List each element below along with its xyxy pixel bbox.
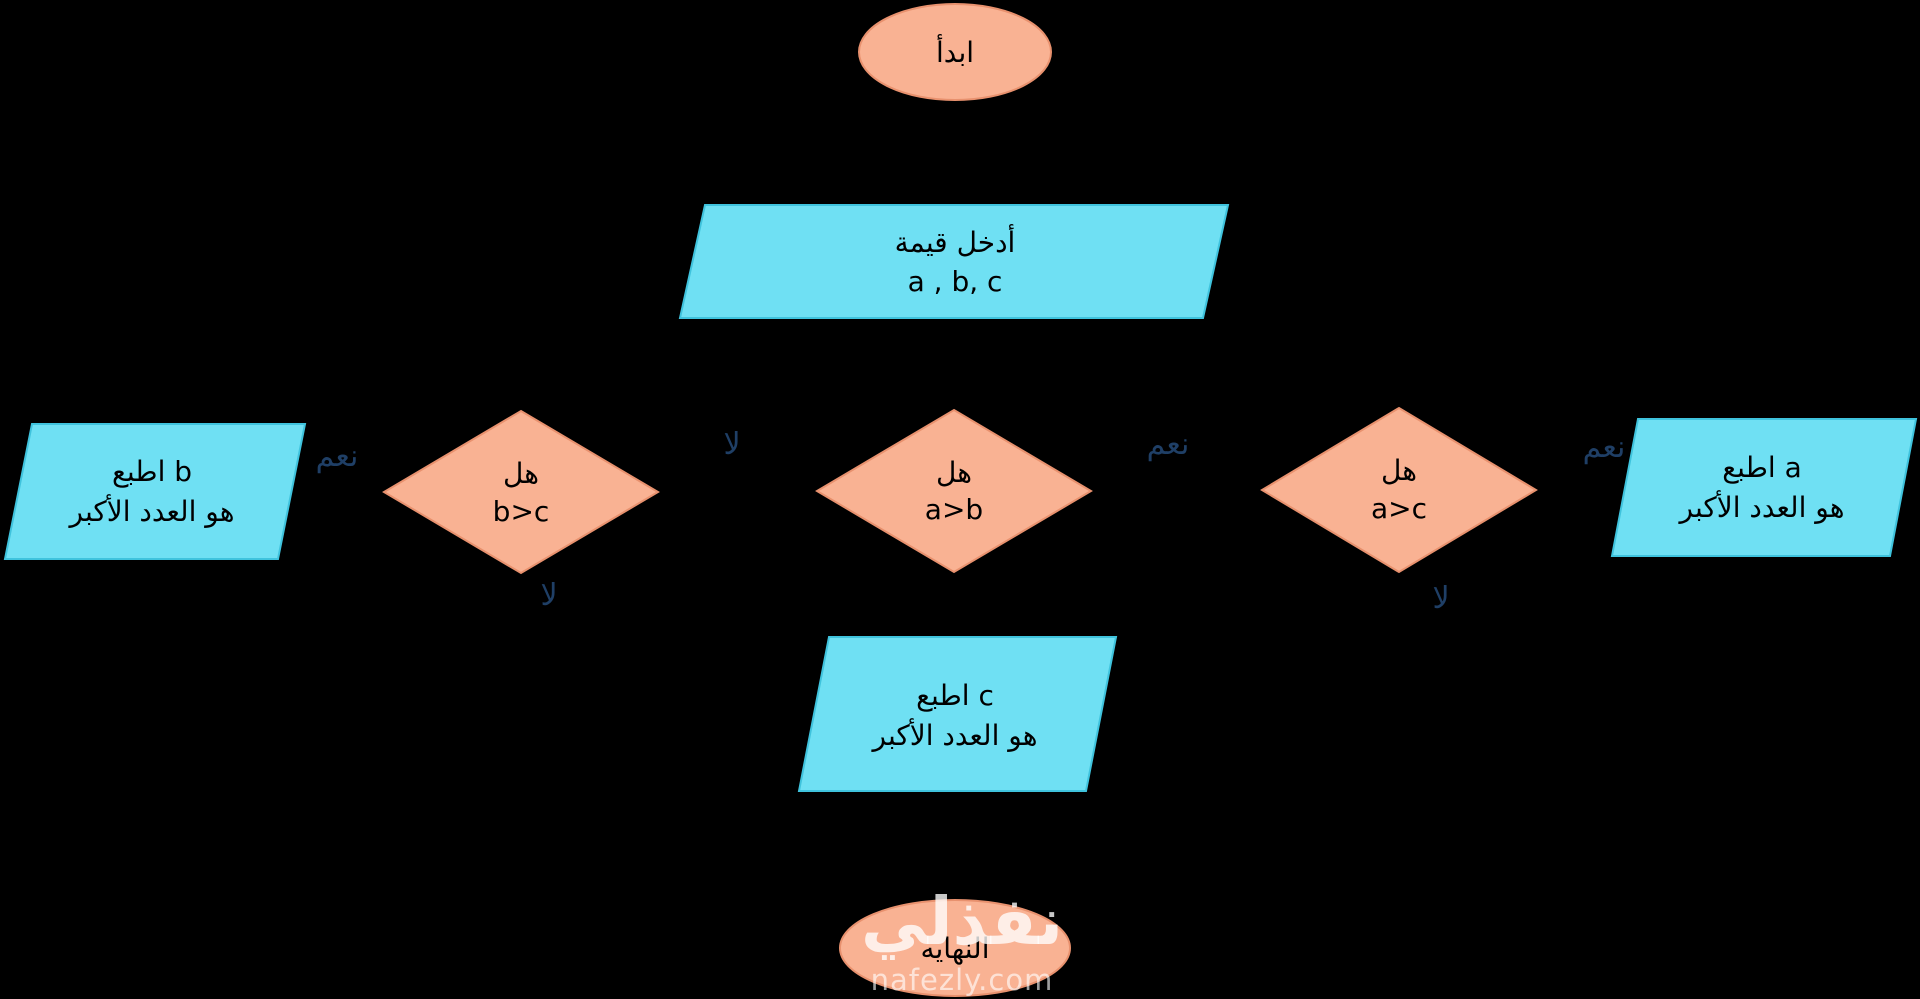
watermark-latin: nafezly.com <box>871 963 1054 997</box>
label-yes-a-gt-b: نعم <box>1147 427 1190 462</box>
label-no-a-gt-c: لا <box>1432 581 1449 616</box>
decision-b-gt-c-diamond <box>382 409 660 575</box>
decision-a-gt-c: هل a>c <box>1260 406 1538 574</box>
decision-a-gt-b: هل a>b <box>815 408 1093 574</box>
watermark-arabic: نفذلي <box>861 883 1063 960</box>
start-ellipse <box>858 3 1052 101</box>
output-c-line-2: هو العدد الأكبر <box>871 717 1038 752</box>
decision-a-gt-b-line-1: هل <box>936 456 972 489</box>
input-line-1: أدخل قيمة <box>895 223 1016 259</box>
output-c-line-1: اطبع c <box>916 679 994 712</box>
input-line-2: a , b, c <box>908 265 1003 298</box>
watermark: نفذلي nafezly.com <box>861 883 1063 997</box>
start-label: ابدأ <box>936 33 974 69</box>
decision-a-gt-b-line-2: a>b <box>925 493 983 526</box>
end-label: النهايه <box>920 932 989 965</box>
start-terminal: ابدأ <box>858 3 1052 101</box>
output-a-line-2: هو العدد الأكبر <box>1678 489 1845 524</box>
end-ellipse <box>839 899 1071 997</box>
decision-a-gt-c-diamond <box>1260 406 1538 574</box>
input-parallelogram <box>678 204 1230 319</box>
output-b: اطبع b هو العدد الأكبر <box>3 423 307 560</box>
input-block: أدخل قيمة a , b, c <box>678 204 1230 319</box>
decision-b-gt-c: هل b>c <box>382 409 660 575</box>
output-a: اطبع a هو العدد الأكبر <box>1610 418 1918 557</box>
output-c-parallelogram <box>797 636 1118 792</box>
output-b-line-2: هو العدد الأكبر <box>68 493 235 528</box>
decision-b-gt-c-line-1: هل <box>503 457 539 490</box>
output-a-line-1: اطبع a <box>1722 451 1801 484</box>
label-yes-b-gt-c: نعم <box>316 439 359 474</box>
end-terminal: النهايه <box>839 899 1071 997</box>
decision-a-gt-b-diamond <box>815 408 1093 574</box>
output-c: اطبع c هو العدد الأكبر <box>797 636 1118 792</box>
label-yes-a-gt-c: نعم <box>1583 430 1626 465</box>
output-a-parallelogram <box>1610 418 1918 557</box>
label-no-a-gt-b: لا <box>723 427 740 462</box>
output-b-line-1: اطبع b <box>112 455 192 488</box>
label-no-b-gt-c: لا <box>540 578 557 613</box>
output-b-parallelogram <box>3 423 307 560</box>
decision-a-gt-c-line-2: a>c <box>1371 492 1427 525</box>
decision-a-gt-c-line-1: هل <box>1381 454 1417 487</box>
decision-b-gt-c-line-2: b>c <box>493 495 550 528</box>
